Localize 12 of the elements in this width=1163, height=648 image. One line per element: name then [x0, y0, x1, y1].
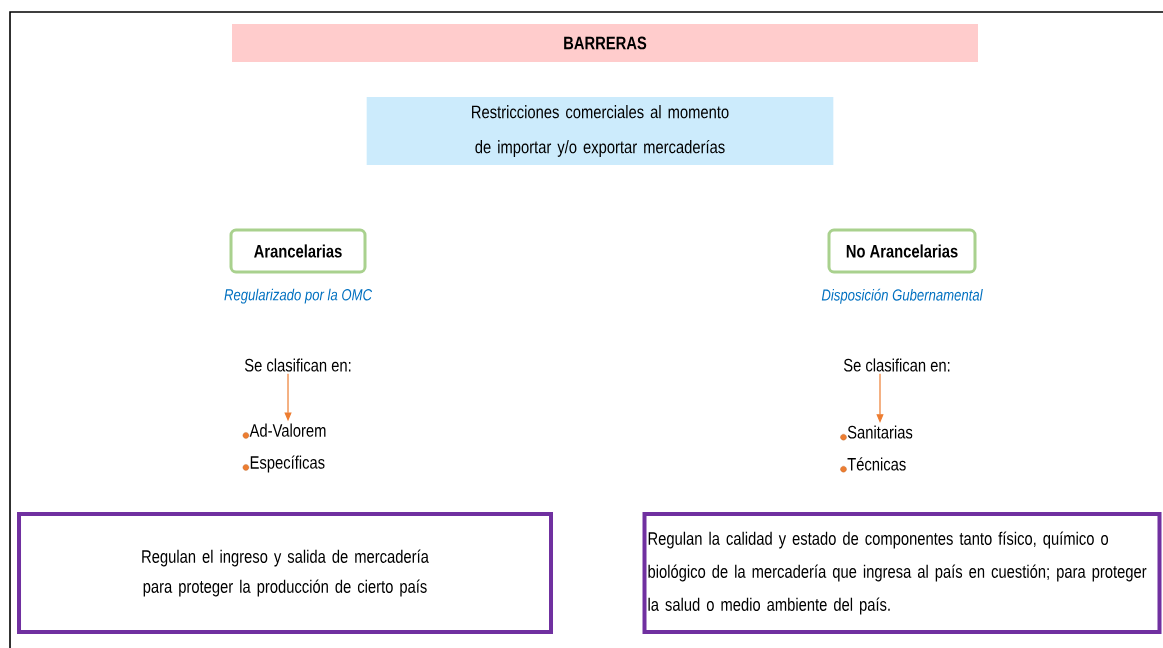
- definition-box: Restricciones comerciales al momento de importar y/o exportar mercaderías: [366, 97, 834, 165]
- description-box: Regulan la calidad y estado de componentes tanto físico, químico o biológico de la mercadería que ingresa al país en cuestión; para proteger la salud o medio ambiente del país.: [642, 512, 1162, 634]
- bullet-list: Sanitarias Técnicas: [847, 425, 913, 471]
- description-box: Regulan el ingreso y salida de mercadería para proteger la producción de cierto país: [17, 512, 553, 634]
- category-box: No Arancelarias: [827, 228, 977, 274]
- annotation-text: Regularizado por la OMC: [224, 288, 373, 304]
- caption-text: Se clasifican en:: [244, 358, 351, 372]
- title-band: BARRERAS: [232, 24, 978, 62]
- annotation-text: Disposición Gubernamental: [821, 288, 983, 304]
- caption-text: Se clasifican en:: [843, 358, 950, 372]
- category-box: Arancelarias: [229, 228, 367, 274]
- bullet-list: Ad-Valorem Específicas: [249, 423, 326, 473]
